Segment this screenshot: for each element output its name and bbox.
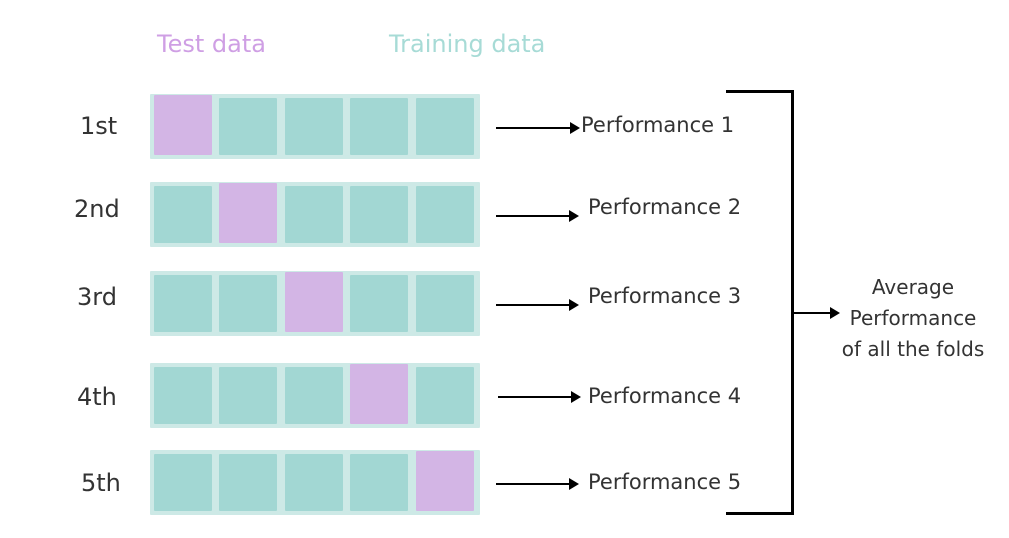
training-data-block [285,186,343,243]
fold-strip [150,94,480,159]
training-data-block [154,186,212,243]
performance-label: Performance 5 [588,470,742,494]
training-data-block [285,98,343,155]
fold-arrow-icon [496,210,579,222]
training-data-block [285,454,343,511]
test-data-block [350,364,408,424]
training-data-block [350,454,408,511]
training-data-block [416,275,474,332]
average-performance-label: Average Performance of all the folds [838,272,988,365]
fold-label: 1st [80,112,118,140]
legend-test-data: Test data [157,30,266,58]
fold-arrow-icon [496,478,579,490]
fold-arrow-icon [496,122,580,134]
training-data-block [219,454,277,511]
performance-label: Performance 2 [588,195,742,219]
fold-label: 2nd [74,195,120,223]
fold-strip [150,271,480,336]
bracket-vertical-line [791,90,794,515]
training-data-block [350,98,408,155]
training-data-block [350,275,408,332]
fold-arrow-icon [498,391,581,403]
training-data-block [416,186,474,243]
bracket-bottom-line [726,512,794,515]
training-data-block [154,275,212,332]
legend-training-data: Training data [389,30,546,58]
test-data-block [154,95,212,155]
training-data-block [416,367,474,424]
training-data-block [350,186,408,243]
test-data-block [416,451,474,511]
training-data-block [154,454,212,511]
average-line-3: of all the folds [841,337,985,361]
average-line-2: Performance [849,306,977,330]
training-data-block [219,367,277,424]
performance-label: Performance 1 [581,113,735,137]
fold-strip [150,363,480,428]
fold-arrow-icon [496,299,579,311]
fold-label: 3rd [77,283,117,311]
average-arrow-icon [794,307,840,319]
fold-label: 4th [77,383,117,411]
training-data-block [416,98,474,155]
fold-label: 5th [81,469,121,497]
training-data-block [219,275,277,332]
training-data-block [154,367,212,424]
bracket-top-line [726,90,794,93]
test-data-block [285,272,343,332]
fold-strip [150,182,480,247]
performance-label: Performance 4 [588,384,742,408]
training-data-block [219,98,277,155]
training-data-block [285,367,343,424]
fold-strip [150,450,480,515]
performance-label: Performance 3 [588,284,742,308]
test-data-block [219,183,277,243]
average-line-1: Average [871,275,955,299]
